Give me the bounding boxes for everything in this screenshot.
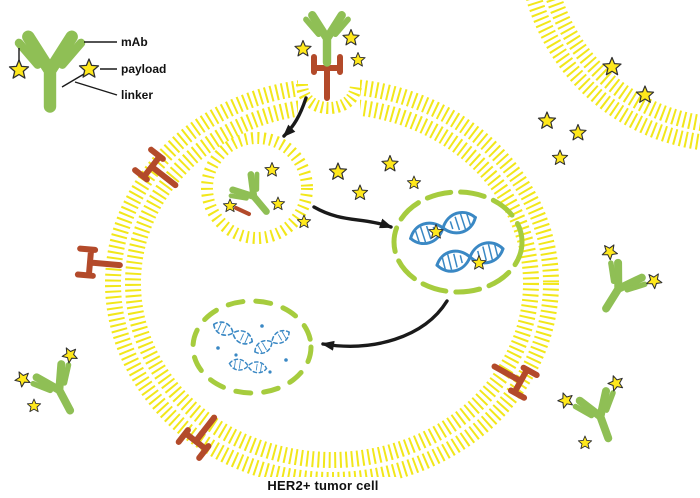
free-adc (556, 372, 640, 450)
payload-star-icon (602, 56, 622, 76)
payload-star-icon (381, 154, 399, 172)
payload-star-icon (551, 149, 569, 165)
nuclear-envelope (391, 189, 525, 295)
payload-star-icon (342, 28, 360, 46)
payload-star-icon (537, 111, 557, 129)
payload-star-icon (270, 196, 286, 211)
payload-star-icon (328, 162, 348, 180)
endosome-membrane (201, 132, 313, 244)
dna-fragment-dot (234, 353, 238, 357)
payload-star-icon (569, 123, 587, 141)
fragmented-nuclear-envelope (190, 298, 314, 396)
free-adc (577, 241, 666, 326)
cell-caption: HER2+ tumor cell (267, 478, 378, 493)
adc-binding-site (294, 15, 366, 67)
dna-fragment-dot (216, 346, 220, 350)
fragmented-dna (228, 357, 268, 375)
payload-release-arrow (312, 205, 393, 229)
her2-receptor (179, 410, 225, 458)
legend-mab-icon (19, 37, 81, 107)
payload-star-icon (406, 175, 422, 190)
payload-star-icon (350, 52, 366, 67)
payload-star-icon (471, 255, 487, 270)
fragmented-dna (210, 318, 256, 348)
caption-group: HER2+ tumor cell (251, 477, 397, 495)
internalization-arrow (282, 96, 308, 138)
dna-fragment-dot (260, 324, 264, 328)
legend-linker-line (61, 73, 85, 88)
payload-star-icon (264, 162, 280, 177)
payload-star-icon (222, 198, 238, 213)
payload-star-icon (294, 39, 312, 57)
pathway-arrows (282, 96, 449, 351)
legend-label-linker: linker (121, 88, 153, 102)
payload-star-icon (296, 214, 312, 229)
dna-helix (433, 237, 507, 277)
endocytic-pit (296, 83, 362, 114)
payload-star-icon (26, 398, 42, 413)
caption-backing (251, 477, 397, 495)
legend-leader-linker (74, 81, 118, 96)
legend-label-mab: mAb (121, 35, 148, 49)
dna-fragment-dot (268, 370, 272, 374)
membrane-outer-leaflet (105, 78, 559, 488)
legend-payload-star-icon (8, 59, 30, 79)
free-adc (12, 344, 99, 427)
receptor-fragment (234, 206, 251, 216)
endosome (201, 132, 313, 244)
internalized-antibody (229, 171, 280, 222)
payload-star-icon (577, 435, 593, 450)
dna-damage-arrow (321, 299, 449, 351)
nucleus-dna-intercalation (391, 189, 525, 295)
payload-star-icon (351, 184, 369, 200)
legend: mAb payload linker (8, 35, 166, 107)
fragmented-dna (251, 326, 293, 358)
dna-helix (406, 206, 480, 250)
tumor-cell-membrane (105, 72, 559, 488)
dna-fragment-dot (284, 358, 288, 362)
membrane-inner-leaflet (125, 98, 539, 468)
legend-label-payload: payload (121, 62, 166, 76)
nucleus-dna-damage (190, 298, 314, 396)
